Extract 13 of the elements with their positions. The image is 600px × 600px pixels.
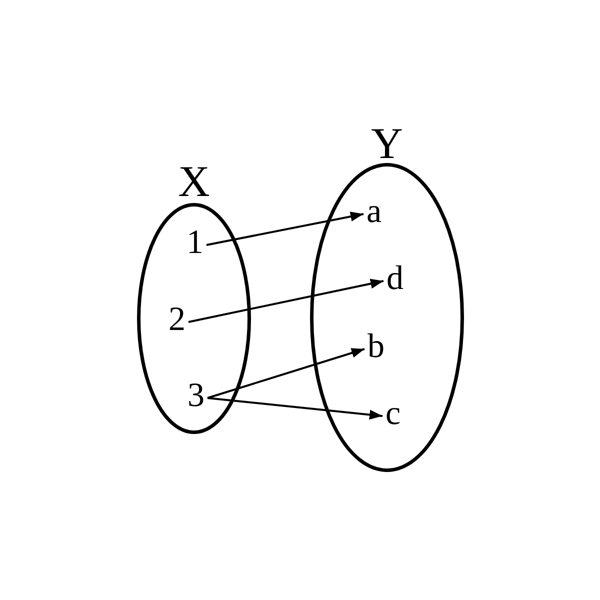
element-label: 1 xyxy=(186,226,204,260)
element-label: b xyxy=(368,330,384,364)
arrow xyxy=(206,212,364,246)
element-label: d xyxy=(386,262,404,296)
element-label: 3 xyxy=(188,379,204,413)
element-label: a xyxy=(366,195,382,229)
arrow xyxy=(207,348,365,399)
element-label: c xyxy=(385,397,401,431)
set-label: Y xyxy=(371,122,403,166)
arrow xyxy=(188,278,384,323)
element-label: 2 xyxy=(168,303,186,337)
set-label: X xyxy=(178,160,210,204)
arrow xyxy=(207,397,383,420)
